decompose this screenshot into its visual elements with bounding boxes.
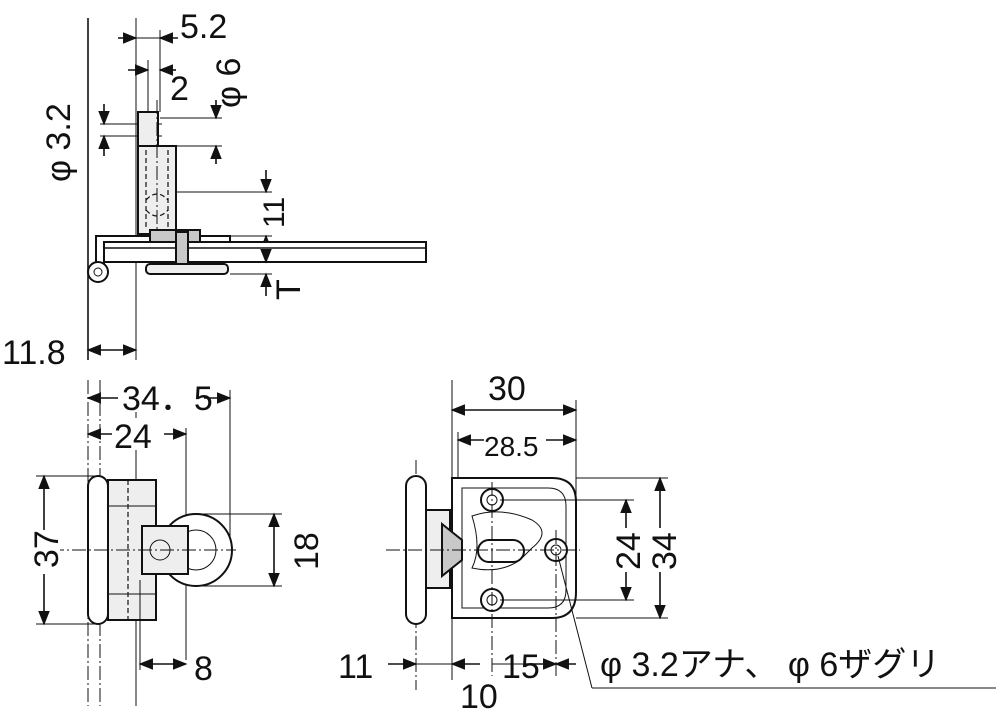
dim-10: 10 bbox=[460, 678, 498, 716]
dim-15: 15 bbox=[502, 648, 540, 686]
dim-18: 18 bbox=[288, 532, 326, 570]
dim-30: 30 bbox=[488, 370, 526, 408]
dim-11-side: 11 bbox=[258, 197, 291, 228]
dim-5-2: 5.2 bbox=[180, 8, 227, 46]
dim-phi-6: φ 6 bbox=[210, 58, 248, 108]
hole-note: φ 3.2アナ、 φ 6ザグリ bbox=[600, 646, 940, 684]
side-view: 5.2 2 φ 6 φ 3.2 11 bbox=[2, 8, 427, 372]
dim-8: 8 bbox=[194, 650, 213, 688]
dim-37: 37 bbox=[28, 530, 66, 568]
front-view: 34．5 24 37 18 8 bbox=[28, 380, 326, 706]
dim-24-front: 24 bbox=[114, 418, 152, 456]
dim-2: 2 bbox=[170, 70, 189, 108]
dim-phi-3-2: φ 3.2 bbox=[40, 103, 78, 182]
dim-28-5: 28.5 bbox=[484, 431, 539, 462]
plate-view: 30 28.5 24 34 bbox=[338, 370, 996, 716]
dim-34: 34 bbox=[646, 532, 684, 570]
dim-24-plate: 24 bbox=[610, 532, 648, 570]
dim-11-8: 11.8 bbox=[2, 334, 66, 372]
dim-T: T bbox=[270, 279, 308, 300]
dim-34-5: 34．5 bbox=[122, 380, 213, 418]
dim-11-plate: 11 bbox=[338, 648, 373, 686]
